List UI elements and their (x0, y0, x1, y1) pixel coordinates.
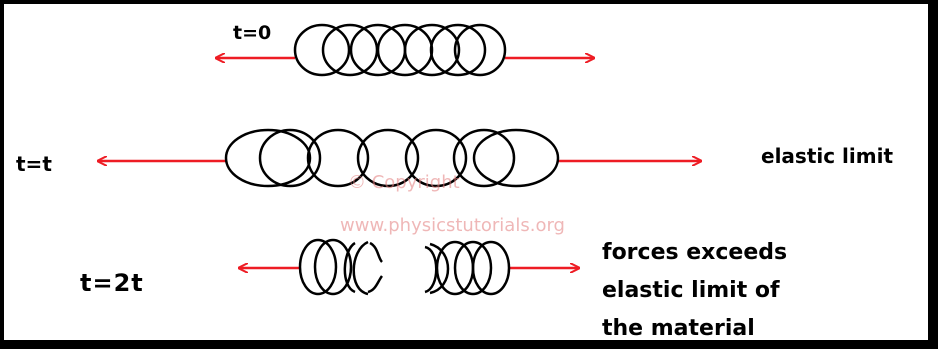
time-label-t2t: t=2t (80, 269, 144, 297)
spring-coils-t2t-left (298, 238, 384, 296)
time-label-t0: t=0 (233, 22, 272, 44)
spring-row-t0 (217, 23, 593, 77)
time-label-tt: t=t (16, 152, 52, 176)
forces-exceed-line-2: elastic limit of (602, 278, 780, 303)
frame-border-bottom (0, 340, 938, 349)
frame-border-right (928, 0, 938, 349)
watermark-url: www.physicstutorials.org (340, 215, 565, 236)
spring-coils-t0 (293, 23, 507, 77)
elastic-limit-label: elastic limit (761, 144, 894, 168)
frame-border-top (0, 0, 938, 4)
forces-exceed-line-1: forces exceeds (602, 240, 788, 265)
spring-row-t2t (240, 238, 578, 296)
forces-exceed-label: forces exceeds elastic limit of the mate… (602, 234, 787, 348)
frame-border-left (0, 0, 4, 349)
spring-coils-t2t-right (424, 240, 511, 296)
forces-exceed-line-3: the material (602, 316, 755, 341)
spring-row-tt (99, 128, 700, 188)
watermark-copyright: © Copyright (348, 172, 460, 193)
spring-coils-tt (224, 128, 560, 188)
